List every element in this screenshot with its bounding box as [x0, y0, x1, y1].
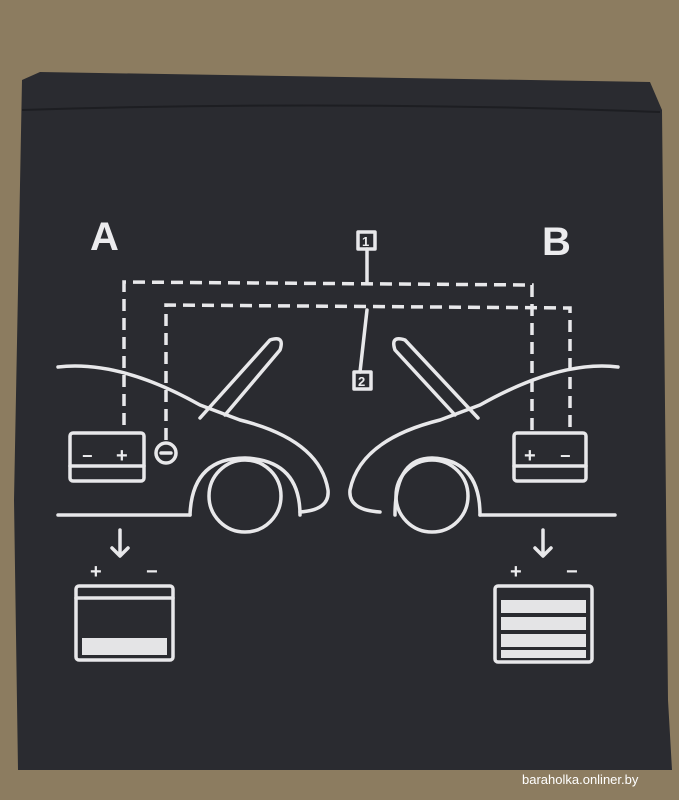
- svg-text:+: +: [524, 445, 536, 467]
- car-b-label: B: [542, 220, 571, 264]
- car-a-illustration: − +: [56, 337, 330, 534]
- bag-seam: [21, 104, 661, 113]
- battery-b-full: + −: [493, 528, 594, 664]
- jumper-cables: [122, 280, 572, 440]
- svg-text:+: +: [510, 561, 522, 583]
- cable-1-marker: 1: [356, 230, 377, 285]
- car-b-illustration: + −: [348, 337, 620, 534]
- svg-text:−: −: [82, 446, 93, 466]
- svg-text:−: −: [146, 561, 158, 583]
- cable-2-marker: 2: [352, 308, 373, 391]
- svg-text:1: 1: [362, 234, 369, 249]
- drawstring-bag: [14, 72, 672, 770]
- svg-text:2: 2: [358, 374, 365, 389]
- battery-a-empty: + −: [74, 528, 175, 662]
- svg-text:+: +: [90, 561, 102, 583]
- svg-text:+: +: [116, 445, 128, 467]
- svg-text:−: −: [566, 561, 578, 583]
- svg-text:−: −: [560, 446, 571, 466]
- car-a-label: A: [90, 215, 119, 259]
- watermark: baraholka.onliner.by: [522, 772, 639, 787]
